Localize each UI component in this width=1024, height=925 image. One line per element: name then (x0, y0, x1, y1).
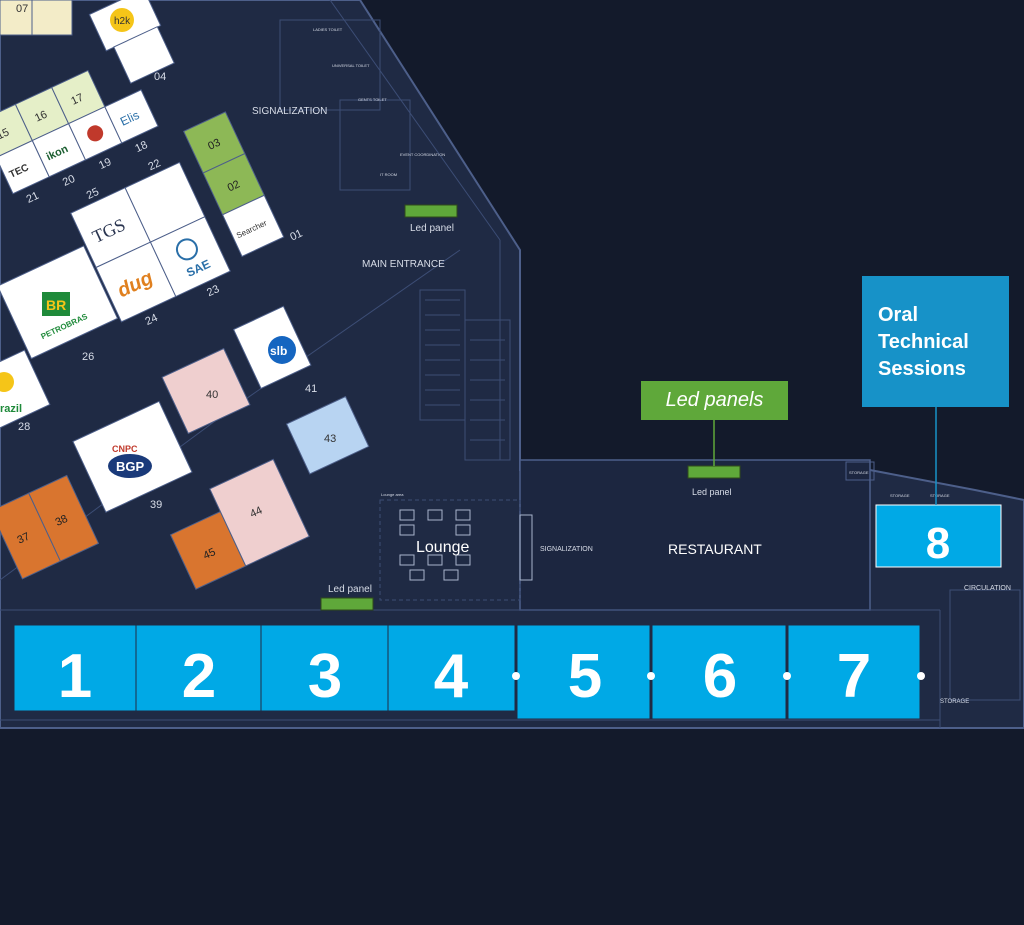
booth-23[interactable] (149, 216, 231, 298)
booth-44[interactable] (209, 458, 310, 567)
booth-number: 37 (15, 531, 31, 547)
booth-number: 18 (133, 139, 149, 155)
booth-number: 45 (201, 546, 217, 562)
led-panel-restaurant-label: Led panel (692, 487, 732, 497)
booth-h2k[interactable]: h2k (88, 0, 162, 52)
booth-number: 43 (324, 433, 336, 445)
booth-number: 39 (150, 499, 162, 511)
booth-number: 17 (69, 92, 85, 108)
booth-number: 04 (154, 71, 166, 83)
universal-toilet-label: UNIVERSAL TOILET (332, 63, 370, 68)
led-panel-entrance-label: Led panel (410, 223, 454, 234)
booth-01[interactable] (221, 194, 285, 258)
booth-number: 16 (33, 109, 49, 125)
room-8-number: 8 (926, 519, 950, 568)
booth-grid-15-21: 15 16 17 TEC ikon Elis 21 20 19 18 (0, 69, 159, 206)
led-panel-rooms-label: Led panel (328, 584, 372, 595)
storage-label: STORAGE (940, 699, 969, 705)
booth-number: 22 (146, 157, 162, 173)
booth-number: 38 (54, 513, 70, 529)
room-6[interactable]: 6 (651, 624, 787, 720)
room-8[interactable]: 8 (875, 504, 1002, 568)
main-entrance-label: MAIN ENTRANCE (362, 259, 445, 270)
storage-small-label: STORAGE (930, 493, 950, 498)
led-panel-rooms (320, 597, 374, 611)
it-room-label: IT ROOM (380, 172, 397, 177)
led-panel-entrance (404, 204, 458, 218)
booth-07[interactable]: 07 (0, 0, 73, 36)
room-6-number: 6 (703, 642, 737, 711)
booth-number: 15 (0, 126, 11, 142)
signalization-mid-label: SIGNALIZATION (540, 546, 593, 553)
booth-41[interactable]: slb 41 (232, 305, 318, 395)
h2k-logo: h2k (114, 16, 131, 27)
booth-number: 25 (85, 186, 101, 202)
oral-technical-sessions-callout: Oral Technical Sessions (862, 276, 1009, 407)
lounge-area: Lounge area Lounge (381, 492, 471, 581)
bgp-logo: BGP (116, 459, 145, 474)
brazil-logo: razil (0, 403, 22, 415)
room-4[interactable]: 4 (387, 624, 516, 712)
gents-toilet-label: GENTS TOILET (358, 97, 387, 102)
booth-18[interactable] (104, 89, 159, 144)
lounge-label: Lounge (416, 539, 469, 556)
led-panel-restaurant (687, 465, 741, 479)
booth-number: 03 (206, 137, 222, 153)
room-2-number: 2 (182, 642, 216, 711)
booth-26[interactable]: BR PETROBRAS 26 (0, 245, 119, 363)
booth-number: 28 (18, 421, 30, 433)
event-coordination-label: EVENT COORDINATION (400, 152, 445, 157)
booth-number: 26 (82, 351, 94, 363)
room-3-number: 3 (308, 642, 342, 711)
signalization-label: SIGNALIZATION (252, 106, 327, 117)
booth-number: 01 (288, 227, 304, 243)
booth-number: 40 (206, 389, 218, 401)
booth-number: 23 (205, 283, 221, 299)
lounge-area-caption: Lounge area (381, 492, 404, 497)
room-1-number: 1 (58, 642, 92, 711)
booth-number: 44 (248, 504, 264, 520)
cnpc-logo: CNPC (112, 444, 138, 454)
room-5-number: 5 (568, 642, 602, 711)
booth-38[interactable] (28, 474, 100, 562)
room-4-number: 4 (434, 642, 469, 711)
restaurant-label: RESTAURANT (668, 541, 762, 557)
slb-logo: slb (270, 344, 287, 358)
booth-pair-44-45: 45 44 (169, 458, 310, 590)
booth-pair-37-38: 37 38 (0, 474, 100, 580)
storage-small-label: STORAGE (890, 493, 910, 498)
booth-number: 19 (97, 156, 113, 172)
booth-number: 21 (25, 190, 41, 206)
booth-number: 20 (61, 173, 77, 189)
room-7[interactable]: 7 (787, 624, 921, 720)
storage-room (845, 461, 875, 481)
booth-39[interactable]: CNPC BGP 39 (72, 400, 193, 513)
booth-number: 24 (143, 312, 159, 328)
circulation-label: CIRCULATION (964, 585, 1011, 592)
booth-number: 41 (305, 383, 317, 395)
booth-column-01-03: 03 02 Searcher 01 (183, 111, 304, 258)
signalization-panel (519, 514, 533, 581)
restaurant-area (519, 459, 871, 611)
booth-04[interactable]: 04 (113, 26, 175, 84)
led-panels-callout: Led panels (641, 381, 788, 420)
petrobras-mark: BR (46, 297, 66, 313)
booth-40[interactable]: 40 (161, 347, 251, 435)
lounge-furniture (399, 509, 471, 581)
room-3[interactable]: 3 (260, 624, 389, 712)
ladies-toilet-label: LADIES TOILET (313, 27, 343, 32)
storage-small-label: STORAGE (849, 470, 869, 475)
room-7-number: 7 (837, 642, 871, 711)
booth-grid-22-25: TGS dug SAE 25 22 24 23 (70, 157, 231, 328)
booth-28[interactable]: razil 28 (0, 349, 51, 433)
booth-number: 02 (226, 178, 242, 194)
booth-number: 07 (16, 3, 28, 15)
staircases (425, 299, 505, 441)
room-1[interactable]: 1 (13, 624, 137, 712)
room-5[interactable]: 5 (516, 624, 651, 720)
booth-43[interactable]: 43 (285, 395, 370, 475)
room-2[interactable]: 2 (135, 624, 262, 712)
room-dividers (512, 672, 925, 680)
